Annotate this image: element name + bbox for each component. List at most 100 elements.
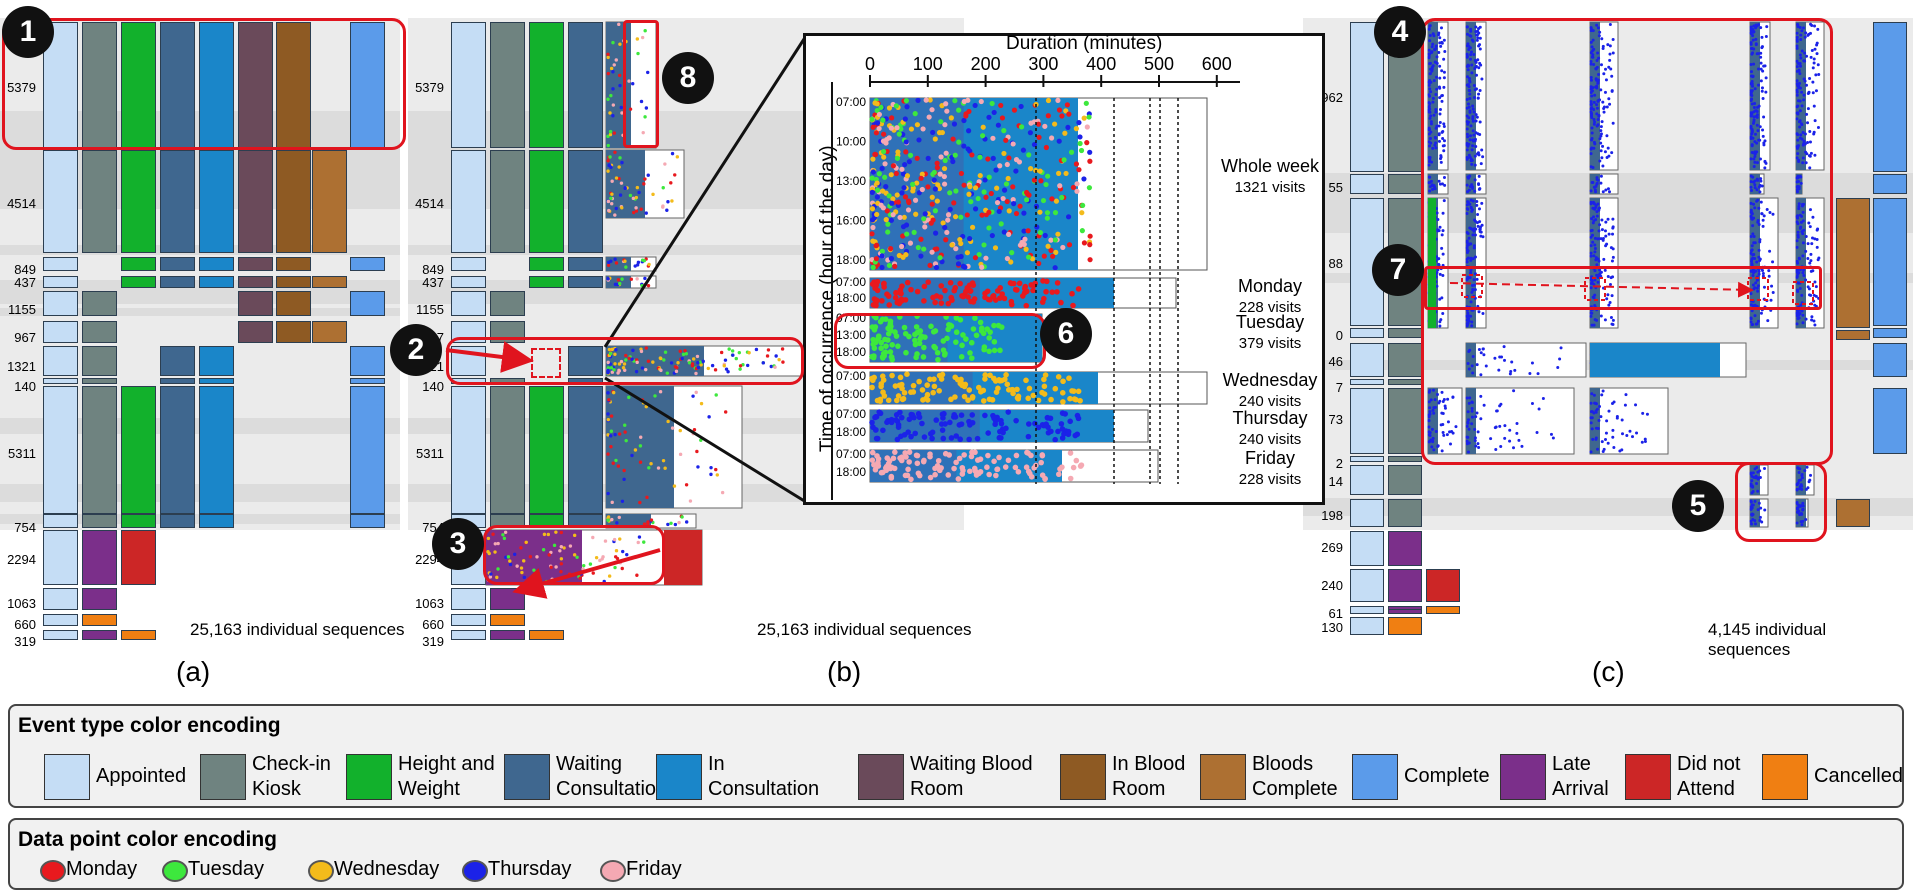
data-point: [1767, 274, 1771, 278]
data-point: [1749, 31, 1753, 35]
data-point: [1472, 133, 1476, 137]
data-point: [607, 574, 612, 578]
data-point: [658, 389, 663, 394]
data-point: [1751, 323, 1755, 327]
event-block: [451, 386, 486, 514]
event-block: [529, 150, 564, 253]
data-point: [1428, 406, 1432, 410]
data-point: [1590, 131, 1594, 135]
data-point: [1589, 26, 1593, 30]
data-point: [1481, 235, 1485, 239]
data-point: [1476, 212, 1480, 216]
data-point: [1812, 104, 1816, 108]
data-point: [1799, 181, 1803, 185]
data-point: [649, 518, 654, 522]
data-point: [1808, 261, 1812, 265]
data-point: [675, 155, 680, 159]
data-point: [620, 566, 624, 571]
data-point: [1799, 303, 1803, 307]
legend-event-title: Event type color encoding: [18, 714, 281, 737]
data-point: [1473, 255, 1477, 259]
data-point: [1530, 361, 1534, 365]
data-point: [1749, 185, 1753, 189]
data-point: [631, 348, 635, 353]
panel-c-count: 61: [1328, 606, 1343, 621]
data-point: [1598, 159, 1602, 163]
data-point: [1467, 153, 1471, 157]
data-point: [1758, 183, 1762, 187]
event-block: [238, 276, 273, 288]
data-point: [610, 201, 614, 206]
data-point: [1498, 424, 1502, 428]
data-point: [1450, 429, 1454, 433]
data-point: [1442, 85, 1446, 89]
data-point: [1802, 139, 1806, 143]
event-block: [82, 321, 117, 343]
data-point: [1478, 227, 1482, 231]
data-point: [1611, 37, 1615, 41]
data-point: [1813, 303, 1817, 307]
data-point: [1795, 44, 1799, 48]
data-point: [623, 423, 627, 427]
data-point: [1592, 100, 1596, 104]
data-point: [1438, 76, 1442, 80]
data-point: [519, 546, 523, 550]
panel-a-footer: 25,163 individual sequences: [190, 620, 405, 639]
data-point: [1797, 207, 1801, 211]
data-point: [1470, 290, 1474, 294]
data-point: [606, 412, 610, 416]
data-point: [1796, 235, 1800, 239]
data-point: [1606, 187, 1610, 191]
data-point: [1799, 38, 1803, 42]
data-point: [559, 530, 564, 535]
data-point: [1477, 207, 1481, 211]
data-point: [1468, 79, 1472, 83]
data-point: [1508, 372, 1512, 376]
event-block: [82, 150, 117, 253]
data-point: [692, 427, 697, 432]
data-point: [1604, 188, 1608, 192]
data-point: [1430, 160, 1434, 164]
data-point: [644, 106, 649, 110]
data-point: [1795, 39, 1799, 43]
data-point: [1489, 437, 1493, 441]
data-point: [1436, 268, 1440, 272]
data-point: [1796, 180, 1800, 184]
data-point: [1428, 116, 1432, 120]
data-point: [1465, 55, 1469, 59]
data-point: [1428, 189, 1432, 193]
data-point: [1801, 130, 1805, 134]
data-point: [575, 555, 579, 559]
data-point: [1752, 106, 1756, 110]
data-point: [1469, 205, 1473, 209]
data-point: [1512, 446, 1516, 450]
data-point: [644, 346, 648, 350]
data-point: [606, 52, 610, 56]
data-point: [1752, 110, 1756, 114]
data-point: [1469, 271, 1473, 275]
data-point: [747, 351, 751, 355]
data-point: [1752, 164, 1756, 168]
data-point: [1752, 115, 1756, 119]
legend-label: Tuesday: [188, 858, 264, 880]
data-point: [1611, 255, 1615, 259]
data-point: [496, 541, 500, 546]
data-point: [642, 540, 646, 544]
data-point: [1755, 123, 1759, 127]
data-point: [688, 499, 693, 503]
data-point: [1472, 110, 1476, 114]
panel-a-count: 319: [14, 634, 36, 649]
data-point: [1801, 219, 1805, 223]
event-block: [43, 386, 78, 514]
data-point: [1476, 58, 1480, 62]
data-point: [644, 367, 648, 372]
data-point: [620, 206, 624, 210]
data-point: [1621, 432, 1625, 436]
data-point: [1755, 286, 1759, 290]
data-point: [1475, 152, 1479, 156]
data-point: [1749, 157, 1753, 161]
data-point: [635, 360, 639, 365]
event-block: [568, 386, 603, 514]
panel-c-count: 2: [1335, 456, 1343, 471]
data-point: [1804, 317, 1808, 321]
